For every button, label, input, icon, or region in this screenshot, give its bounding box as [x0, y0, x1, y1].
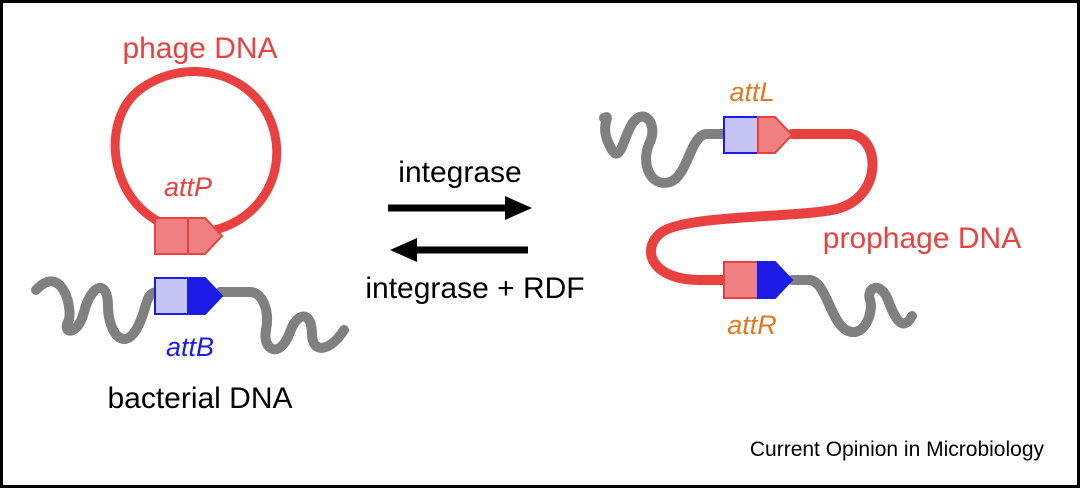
- phage-dna-label: phage DNA: [122, 32, 277, 65]
- forward-arrow: [388, 196, 532, 220]
- attR-label: attR: [727, 310, 777, 340]
- bacterial-dna-right-arm: [787, 275, 917, 338]
- attR-site: [723, 261, 794, 299]
- bacterial-dna-left-arm: [599, 111, 729, 188]
- integrase-label: integrase: [398, 156, 521, 189]
- attL-label: attL: [729, 77, 774, 107]
- integrase-rdf-label: integrase + RDF: [365, 272, 584, 305]
- attB-label: attB: [166, 332, 214, 362]
- attP-site: [154, 217, 224, 255]
- attL-site: [723, 116, 794, 154]
- reverse-arrow: [390, 238, 528, 262]
- attB-site: [154, 277, 224, 315]
- bacterial-dna-strand: [31, 276, 349, 355]
- journal-credit: Current Opinion in Microbiology: [750, 438, 1045, 461]
- prophage-dna-strand: [646, 129, 878, 285]
- attP-label: attP: [164, 172, 212, 202]
- phage-dna-circle: [110, 67, 282, 235]
- bacterial-dna-label: bacterial DNA: [107, 382, 292, 415]
- prophage-dna-label: prophage DNA: [823, 222, 1021, 255]
